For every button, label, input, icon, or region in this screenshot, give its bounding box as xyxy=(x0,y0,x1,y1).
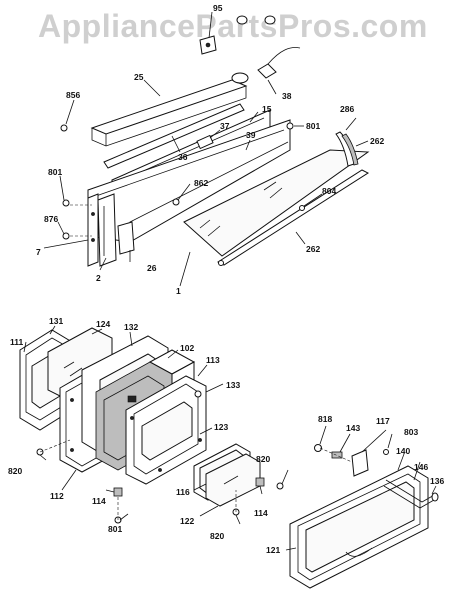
label-1: 1 xyxy=(176,286,181,296)
label-117: 117 xyxy=(376,416,390,426)
label-124: 124 xyxy=(96,319,110,329)
label-131: 131 xyxy=(49,316,63,326)
watermark-text: AppliancePartsPros.com xyxy=(38,8,428,44)
label-116: 116 xyxy=(176,487,190,497)
label-121: 121 xyxy=(266,545,280,555)
part-36-tube xyxy=(103,103,245,169)
label-801-left: 801 xyxy=(48,167,62,177)
screws-upper xyxy=(60,122,305,240)
part-262-lower-trim xyxy=(216,169,370,266)
label-36: 36 xyxy=(178,152,188,162)
part-1-glass-panel xyxy=(183,149,370,257)
label-112: 112 xyxy=(50,491,64,501)
label-856: 856 xyxy=(66,90,80,100)
label-146: 146 xyxy=(414,462,428,472)
label-820-mid: 820 xyxy=(256,454,270,464)
label-25: 25 xyxy=(134,72,144,82)
label-862: 862 xyxy=(194,178,208,188)
label-95: 95 xyxy=(213,3,223,13)
hinge-parts-right xyxy=(314,444,389,477)
label-136: 136 xyxy=(430,476,444,486)
label-122: 122 xyxy=(180,516,194,526)
label-820-bottom: 820 xyxy=(210,531,224,541)
part-38-connector xyxy=(257,47,301,79)
label-262-side: 262 xyxy=(370,136,384,146)
part-286-side-trim xyxy=(335,131,359,167)
label-133: 133 xyxy=(226,380,240,390)
label-804: 804 xyxy=(322,186,336,196)
label-15: 15 xyxy=(262,104,272,114)
part-7-bracket xyxy=(87,193,99,267)
label-801-upper: 801 xyxy=(306,121,320,131)
label-803: 803 xyxy=(404,427,418,437)
label-818: 818 xyxy=(318,414,332,424)
label-37: 37 xyxy=(220,121,230,131)
label-26: 26 xyxy=(147,263,157,273)
leader-lines-upper xyxy=(43,11,369,287)
label-820-left: 820 xyxy=(8,466,22,476)
label-111: 111 xyxy=(10,337,24,347)
label-2: 2 xyxy=(96,273,101,283)
label-801-lower: 801 xyxy=(108,524,122,534)
part-25-top-rail xyxy=(90,72,249,147)
label-140: 140 xyxy=(396,446,410,456)
leader-lines-lower-right xyxy=(285,425,437,551)
label-876: 876 xyxy=(44,214,58,224)
part-121-door-frame xyxy=(289,465,429,589)
label-262-lower: 262 xyxy=(306,244,320,254)
label-39: 39 xyxy=(246,130,256,140)
part-136-door-handle xyxy=(383,479,439,509)
part-2-side-bracket xyxy=(97,193,117,267)
part-labels: 95 25 38 856 15 37 36 39 801 286 262 801… xyxy=(8,3,444,555)
leader-lines-lower-left xyxy=(23,325,289,525)
label-123: 123 xyxy=(214,422,228,432)
label-38: 38 xyxy=(282,91,292,101)
part-95-bracket xyxy=(199,15,276,55)
label-7: 7 xyxy=(36,247,41,257)
hinge-parts xyxy=(36,390,284,524)
label-132: 132 xyxy=(124,322,138,332)
label-113: 113 xyxy=(206,355,220,365)
label-102: 102 xyxy=(180,343,194,353)
label-114-left: 114 xyxy=(92,496,106,506)
part-37-cylinder xyxy=(196,134,214,150)
label-286: 286 xyxy=(340,104,354,114)
label-143: 143 xyxy=(346,423,360,433)
part-113-door-liner xyxy=(125,375,207,485)
label-114-right: 114 xyxy=(254,508,268,518)
